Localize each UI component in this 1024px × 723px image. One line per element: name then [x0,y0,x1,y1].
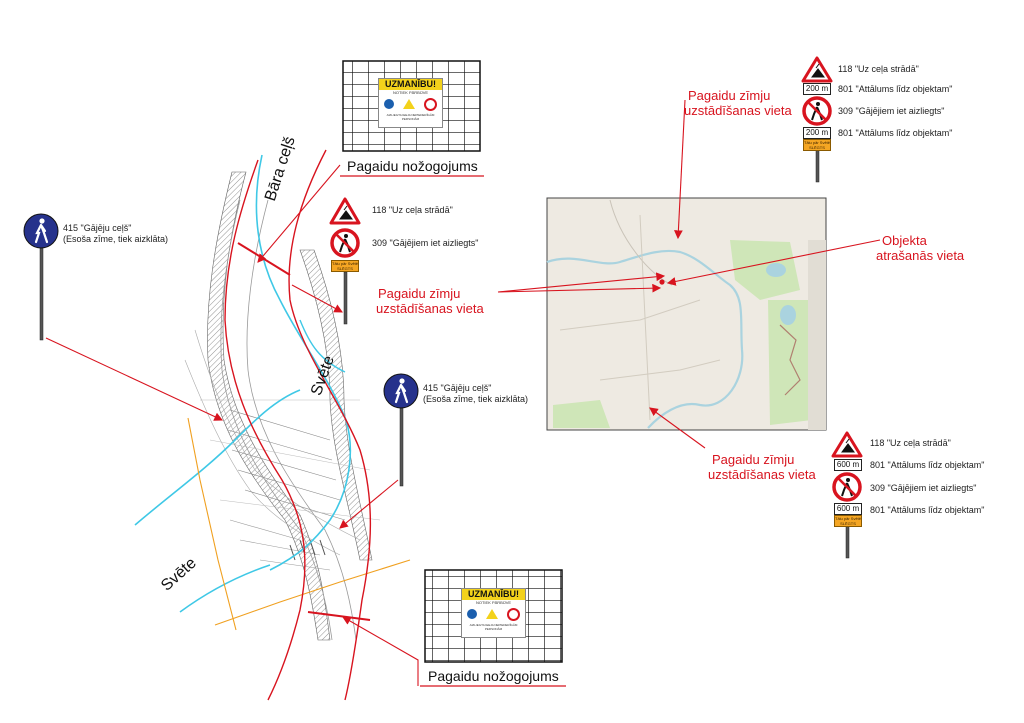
ped-mid-label-2: (Esoša zīme, tiek aizklāta) [423,394,529,404]
post-top-right [815,149,820,183]
br-no-ped-label: 309 "Gājējiem iet aizliegts" [870,483,977,493]
object-marker [659,279,665,285]
helmet-icon [466,609,477,619]
fence-top-poster: UZMANĪBU! NOTIEK PĀRBŪVE AIZLIEGTA IEEJA… [378,78,443,128]
fence-bottom-caption: Pagaidu nožogojums [428,668,559,684]
no-entry-icon [424,97,438,111]
warning-icon [402,99,415,109]
tr-orange-plate: Tālu pār Svētē SLĒGTS [803,139,831,151]
no-entry-icon [507,607,521,621]
fence-top-line [237,242,291,276]
embankment-right [299,249,373,561]
mid-orange-plate: Tālu pār Svētē SLĒGTS [331,260,359,272]
br-distance-plate-2: 600 m [834,503,862,515]
no-pedestrians-sign-top-right-icon [802,96,832,126]
fence-bottom-line [307,611,371,621]
road-edge-right [288,149,372,701]
callout-map-top-line1: Pagaidu zīmju [688,88,771,103]
poster-title: UZMANĪBU! [462,589,525,600]
no-pedestrians-sign-bottom-right-icon [832,472,862,502]
tr-no-ped-label: 309 "Gājējiem iet aizliegts" [838,106,945,116]
road-works-sign-bottom-right-icon [831,431,863,458]
mid-no-ped-label: 309 "Gājējiem iet aizliegts" [372,238,479,248]
callout-map-bottom-line1: Pagaidu zīmju [712,452,795,467]
embankment-left [207,171,331,641]
br-road-works-label: 118 "Uz ceļa strādā" [870,438,951,448]
road-works-sign-mid-icon [329,197,361,225]
boundary-line [187,417,237,631]
tr-distance-label-2: 801 "Attālums līdz objektam" [838,128,953,138]
site-plan [134,149,411,701]
fence-bottom-poster: UZMANĪBU! NOTIEK PĀRBŪVE AIZLIEGTA IEEJA… [461,588,526,638]
br-orange-plate: Tālu pār Svētē SLĒGTS [834,515,862,527]
road-edge-left [224,159,306,701]
mid-road-works-label: 118 "Uz ceļa strādā" [372,205,453,215]
poster-note: AIZLIEGTA IEEJA NEPIEDERĪGĀM PERSONĀM [386,113,435,121]
pedestrian-sign-mid-icon [383,373,419,409]
pedestrian-sign-left-icon [23,213,59,249]
river-svete [255,154,352,571]
callout-map-top-line2: uzstādīšanas vieta [684,103,792,118]
ped-left-label-1: 415 "Gājēju ceļš" [63,223,132,233]
stream-left [134,389,301,526]
callout-map-left-line1: Pagaidu zīmju [378,286,461,301]
location-map [546,197,827,431]
tr-road-works-label: 118 "Uz ceļa strādā" [838,64,919,74]
post-bottom-right [845,525,850,559]
br-distance-label-1: 801 "Attālums līdz objektam" [870,460,985,470]
post-ped-mid [399,403,404,487]
post-ped-left [39,245,44,341]
callout-object-line1: Objekta [882,233,927,248]
tr-distance-label-1: 801 "Attālums līdz objektam" [838,84,953,94]
callout-arrows [45,99,881,686]
poster-note: AIZLIEGTA IEEJA NEPIEDERĪGĀM PERSONĀM [469,623,518,631]
callout-map-left-line2: uzstādīšanas vieta [376,301,484,316]
poster-icons [462,605,525,623]
no-pedestrians-sign-mid-icon [330,228,360,258]
fence-top-caption: Pagaidu nožogojums [347,158,478,174]
ped-mid-label-1: 415 "Gājēju ceļš" [423,383,492,393]
callout-object-line2: atrašanās vieta [876,248,965,263]
fence-top-grid [342,60,481,152]
poster-subtitle: NOTIEK PĀRBŪVE [392,90,429,95]
ped-left-label-2: (Esoša zīme, tiek aizklāta) [63,234,169,244]
poster-title: UZMANĪBU! [379,79,442,90]
callout-map-bottom-line2: uzstādīšanas vieta [708,467,816,482]
warning-icon [485,609,498,619]
tr-distance-plate-2: 200 m [803,127,831,139]
road-works-sign-top-right-icon [801,56,833,83]
helmet-icon [383,99,394,109]
poster-icons [379,95,442,113]
tr-distance-plate-1: 200 m [803,83,831,95]
br-distance-plate-1: 600 m [834,459,862,471]
post-mid-stack [343,271,348,325]
poster-subtitle: NOTIEK PĀRBŪVE [475,600,512,605]
br-distance-label-2: 801 "Attālums līdz objektam" [870,505,985,515]
